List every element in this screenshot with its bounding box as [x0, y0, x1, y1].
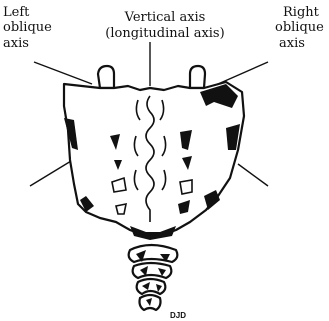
coccyx [129, 245, 178, 310]
coccyx-segment-1 [129, 245, 178, 262]
left-oblique-axis-lower-line [30, 158, 76, 186]
left-axis-label-line-3: axis [3, 36, 29, 51]
left-oblique-axis-label: Left oblique axis [3, 5, 52, 51]
right-axis-label-line-2: oblique [275, 20, 324, 35]
vertical-axis-label: Vertical axis (longitudinal axis) [105, 10, 224, 41]
right-oblique-axis-lower-line [238, 164, 268, 186]
artist-signature: DJD [170, 311, 186, 320]
left-superior-articular-process [98, 66, 114, 88]
vertical-axis-label-line-2: (longitudinal axis) [105, 26, 224, 41]
sacrum-outline [64, 82, 244, 236]
left-axis-label-line-1: Left [3, 5, 30, 20]
left-oblique-axis-upper-line [34, 62, 92, 84]
left-axis-label-line-2: oblique [3, 20, 52, 35]
sacrum [64, 66, 244, 240]
right-oblique-axis-label: Right oblique axis [275, 5, 324, 51]
right-oblique-axis-upper-line [218, 62, 268, 84]
right-superior-articular-process [190, 66, 205, 88]
vertical-axis-label-line-1: Vertical axis [124, 10, 206, 25]
right-axis-label-line-3: axis [279, 36, 305, 51]
right-axis-label-line-1: Right [283, 5, 320, 20]
